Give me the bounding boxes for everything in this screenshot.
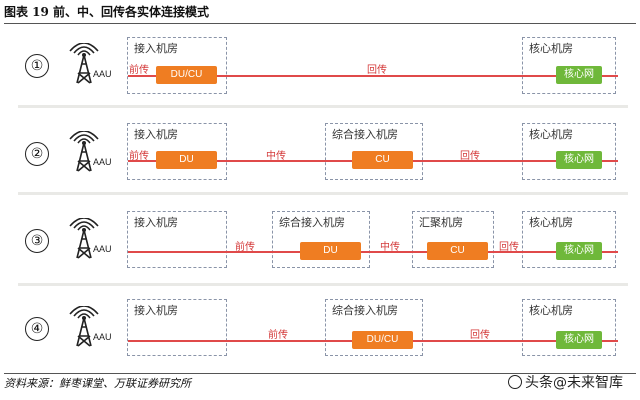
link-label: 前传 [268,330,288,341]
room-aggregation: 汇聚机房 [412,211,494,268]
room-label: 汇聚机房 [419,216,463,229]
core-network-node: 核心网 [556,151,602,169]
room-label: 接入机房 [134,216,178,229]
cu-node: CU [427,242,488,260]
du-cu-node: DU/CU [352,331,413,349]
cu-node: CU [352,151,413,169]
room-label: 综合接入机房 [279,216,345,229]
room-label: 综合接入机房 [332,128,398,141]
du-node: DU [300,242,361,260]
room-access: 接入机房 [127,211,227,268]
room-label: 接入机房 [134,304,178,317]
room-aggregated-access: 综合接入机房 [272,211,370,268]
link-label: 中传 [266,151,286,162]
row-divider [18,283,628,286]
room-label: 核心机房 [529,216,573,229]
aau-label: AAU [93,332,112,342]
room-access: 接入机房 [127,299,227,356]
aau-label: AAU [93,244,112,254]
figure-title: 图表 19 前、中、回传各实体连接模式 [4,3,636,24]
room-label: 综合接入机房 [332,304,398,317]
antenna-tower-icon [69,43,99,84]
watermark: 头条@未来智库 [508,372,623,392]
link-label: 中传 [380,242,400,253]
room-aggregated-access: 综合接入机房 [325,299,423,356]
room-label: 核心机房 [529,128,573,141]
link-label: 回传 [460,151,480,162]
core-network-node: 核心网 [556,66,602,84]
room-access: 接入机房 [127,37,227,94]
link-label: 前传 [129,65,149,76]
row-number: ④ [25,317,49,341]
room-core: 核心机房 [522,299,616,356]
core-network-node: 核心网 [556,331,602,349]
room-aggregated-access: 综合接入机房 [325,123,423,180]
room-label: 接入机房 [134,128,178,141]
watermark-text: 头条@未来智库 [525,375,623,391]
source-note: 资料来源：鲜枣课堂、万联证券研究所 [4,373,636,394]
room-access: 接入机房 [127,123,227,180]
row-number: ① [25,54,49,78]
watermark-logo-icon [508,375,522,389]
antenna-tower-icon [69,306,99,347]
room-core: 核心机房 [522,37,616,94]
core-network-node: 核心网 [556,242,602,260]
du-cu-node: DU/CU [156,66,217,84]
aau-label: AAU [93,157,112,167]
row-number: ② [25,142,49,166]
row-divider [18,192,628,195]
room-label: 核心机房 [529,42,573,55]
aau-label: AAU [93,69,112,79]
row-number: ③ [25,229,49,253]
antenna-tower-icon [69,218,99,259]
room-label: 接入机房 [134,42,178,55]
link-label: 前传 [235,242,255,253]
room-label: 核心机房 [529,304,573,317]
room-core: 核心机房 [522,211,616,268]
link-label: 回传 [470,330,490,341]
antenna-tower-icon [69,131,99,172]
link-label: 回传 [499,242,519,253]
link-label: 回传 [367,65,387,76]
link-label: 前传 [129,151,149,162]
transport-line [128,75,618,77]
room-core: 核心机房 [522,123,616,180]
du-node: DU [156,151,217,169]
transport-line [128,251,618,253]
row-divider [18,105,628,108]
